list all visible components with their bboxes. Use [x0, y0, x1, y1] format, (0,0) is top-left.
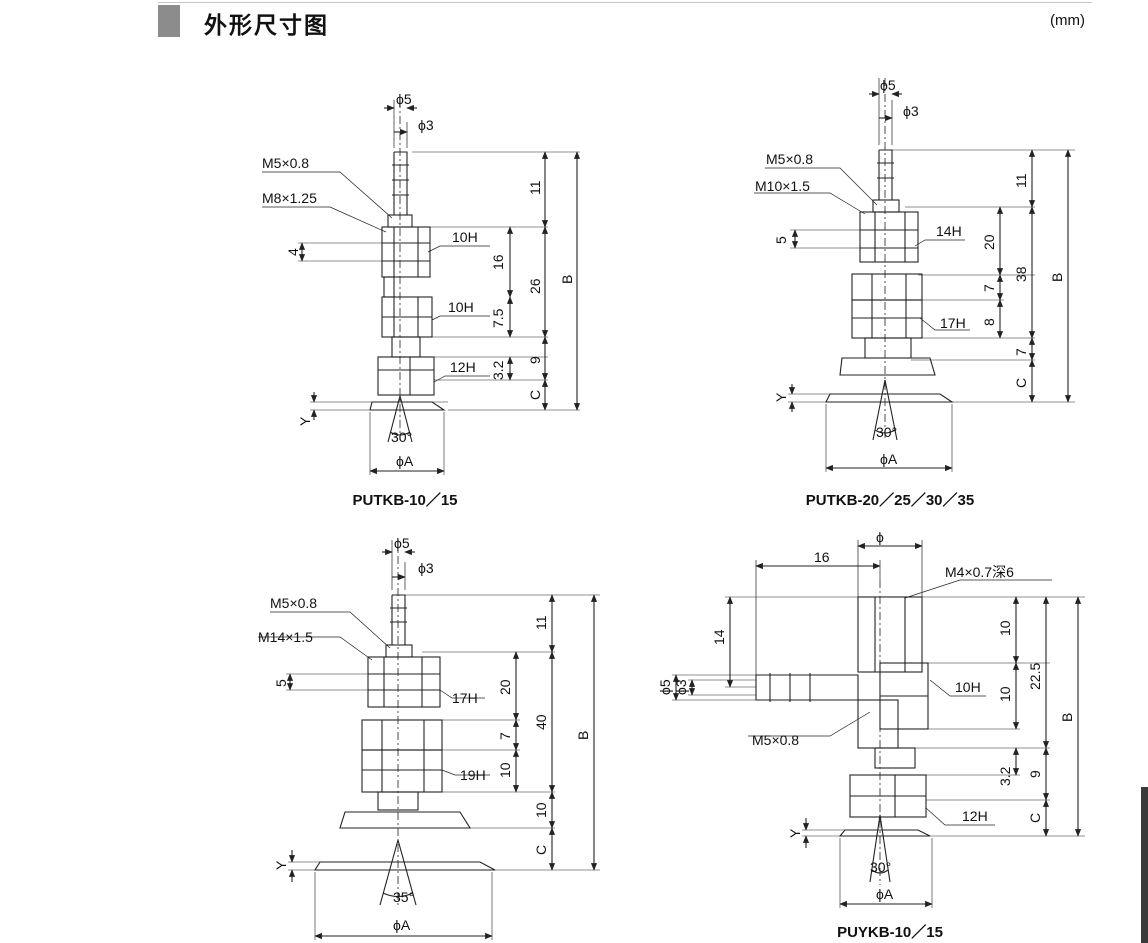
d2-dim-8: 8 — [981, 318, 997, 326]
d2-dim-20: 20 — [981, 234, 997, 250]
d2-phi3-label: ϕ3 — [903, 103, 919, 119]
caption-putkb-10-15: PUTKB-10／15 — [352, 492, 458, 509]
d2-thread2-label: M10×1.5 — [755, 178, 810, 194]
d4-dim-3-2: 3.2 — [997, 766, 1013, 786]
d4-phi5-label: ϕ5 — [657, 679, 673, 695]
page-edge-tab — [1141, 787, 1148, 943]
d2-dim-b: B — [1049, 273, 1065, 282]
d4-hex2-label: 12H — [962, 808, 988, 824]
d3-dim-10b: 10 — [533, 802, 549, 818]
d4-dim-14: 14 — [711, 629, 727, 645]
d1-hex2-label: 10H — [448, 299, 474, 315]
page-title: 外形尺寸图 — [204, 13, 329, 39]
d4-dim-b: B — [1059, 713, 1075, 722]
d3-dim-40: 40 — [533, 714, 549, 730]
d4-dim-10b: 10 — [997, 686, 1013, 702]
d4-hex1-label: 10H — [955, 679, 981, 695]
drawing-putkb-20-35 — [754, 78, 1075, 472]
d3-dim-7: 7 — [497, 732, 513, 740]
d2-phi5-label: ϕ5 — [880, 77, 896, 93]
d2-phia-label: ϕA — [880, 451, 898, 467]
d3-thread2-label: M14×1.5 — [258, 629, 313, 645]
d4-phia-label: ϕA — [876, 886, 894, 902]
d1-phi3-label: ϕ3 — [418, 117, 434, 133]
d2-dim-11: 11 — [1013, 173, 1029, 188]
d2-dim-7b: 7 — [1013, 348, 1029, 356]
d1-hex1-label: 10H — [452, 229, 478, 245]
d2-hex1-label: 14H — [936, 223, 962, 239]
drawing-puykb-10-15 — [672, 540, 1085, 908]
unit-label: (mm) — [1050, 12, 1085, 29]
d4-dim-10a: 10 — [997, 620, 1013, 636]
d1-angle-label: 30° — [391, 429, 412, 445]
d3-hex2-label: 19H — [460, 767, 486, 783]
d4-dim-y: Y — [787, 828, 803, 838]
d3-dim-20: 20 — [497, 679, 513, 695]
d4-phi-label: ϕ — [876, 529, 884, 545]
d1-dim-4: 4 — [285, 248, 301, 256]
d3-dim-10a: 10 — [497, 762, 513, 778]
d4-thread-top-label: M4×0.7深6 — [945, 564, 1014, 580]
caption-putkb-20-35: PUTKB-20／25／30／35 — [805, 492, 975, 509]
d3-phi3-label: ϕ3 — [418, 560, 434, 576]
d1-dim-26: 26 — [527, 278, 543, 294]
d3-phi5-label: ϕ5 — [394, 535, 410, 551]
d3-hex1-label: 17H — [452, 690, 478, 706]
d1-dim-7-5: 7.5 — [490, 308, 506, 328]
drawing-putkb-10-15 — [262, 100, 581, 475]
d1-hex3-label: 12H — [450, 359, 476, 375]
d1-dim-b: B — [559, 275, 575, 284]
d1-dim-11: 11 — [527, 180, 543, 195]
d1-phi5-label: ϕ5 — [396, 91, 412, 107]
caption-puykb-10-15: PUYKB-10／15 — [837, 924, 943, 941]
d2-angle-label: 30° — [876, 424, 897, 440]
d3-dim-5: 5 — [273, 679, 289, 687]
d4-angle-label: 30° — [870, 859, 891, 875]
d4-dim-c: C — [1027, 813, 1043, 823]
d1-dim-16: 16 — [490, 254, 506, 270]
d2-dim-7a: 7 — [981, 284, 997, 292]
d3-angle-label: 35° — [393, 889, 414, 905]
d4-phi3-label: ϕ3 — [673, 679, 689, 695]
drawing-putkb-large — [258, 540, 600, 940]
d2-dim-c: C — [1013, 378, 1029, 388]
d3-dim-b: B — [575, 731, 591, 740]
d1-dim-c: C — [527, 390, 543, 400]
d4-dim-16: 16 — [814, 549, 830, 565]
d2-hex2-label: 17H — [940, 315, 966, 331]
d3-dim-c: C — [533, 845, 549, 855]
d2-thread1-label: M5×0.8 — [766, 151, 813, 167]
d4-thread-label: M5×0.8 — [752, 732, 799, 748]
d1-dim-3-2: 3.2 — [490, 360, 506, 380]
d1-phia-label: ϕA — [396, 453, 414, 469]
d3-dim-11: 11 — [533, 615, 549, 630]
title-marker — [158, 5, 180, 37]
d3-dim-y: Y — [273, 860, 289, 870]
d4-dim-9: 9 — [1027, 770, 1043, 778]
d3-thread1-label: M5×0.8 — [270, 595, 317, 611]
d2-dim-y: Y — [773, 392, 789, 402]
d3-phia-label: ϕA — [393, 917, 411, 933]
d1-thread2-label: M8×1.25 — [262, 190, 317, 206]
header-rule — [158, 2, 1092, 3]
d1-thread1-label: M5×0.8 — [262, 155, 309, 171]
d2-dim-38: 38 — [1013, 266, 1029, 282]
d2-dim-5: 5 — [773, 236, 789, 244]
d1-dim-y: Y — [297, 416, 313, 426]
d1-dim-9: 9 — [527, 356, 543, 364]
d4-dim-22-5: 22.5 — [1027, 663, 1043, 690]
